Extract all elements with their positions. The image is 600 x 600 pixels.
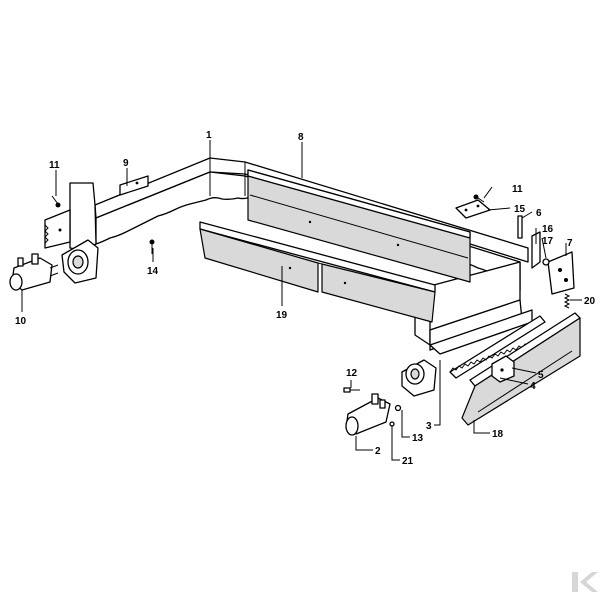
label-part-12: 12	[346, 368, 358, 379]
label-part-17: 17	[542, 236, 554, 247]
label-part-15: 15	[514, 204, 526, 215]
label-part-8: 8	[298, 132, 304, 143]
label-part-6: 6	[536, 208, 542, 219]
part-number-labels: 1 8 9 11 14 19 10 11 15 6 16 17 7 20 5 4…	[15, 130, 596, 467]
label-part-11-left: 11	[49, 160, 60, 171]
label-part-3: 3	[426, 421, 432, 432]
label-part-16: 16	[542, 224, 554, 235]
left-bearing-housing	[61, 239, 99, 284]
label-part-20: 20	[584, 296, 596, 307]
left-motor	[9, 253, 59, 291]
leader-lines	[21, 140, 582, 461]
trough	[199, 221, 436, 323]
label-part-18: 18	[492, 429, 504, 440]
cover-plate	[247, 169, 471, 283]
label-part-13: 13	[412, 433, 424, 444]
label-part-14: 14	[147, 266, 159, 277]
label-part-19: 19	[276, 310, 288, 321]
label-part-7: 7	[567, 238, 573, 249]
label-part-21: 21	[402, 456, 414, 467]
bracket-5	[491, 355, 515, 383]
right-bearing-housing	[401, 359, 437, 397]
hardware	[51, 194, 575, 427]
label-part-11-right: 11	[512, 184, 523, 195]
label-part-9: 9	[123, 158, 129, 169]
brand-logo	[572, 572, 598, 592]
sawtooth-bar	[449, 315, 546, 379]
label-part-1: 1	[206, 130, 212, 141]
right-motor	[345, 393, 391, 436]
left-end-plate	[44, 175, 149, 251]
label-part-4: 4	[530, 381, 536, 392]
label-part-10: 10	[15, 316, 27, 327]
label-part-2: 2	[375, 446, 381, 457]
label-part-5: 5	[538, 370, 544, 381]
